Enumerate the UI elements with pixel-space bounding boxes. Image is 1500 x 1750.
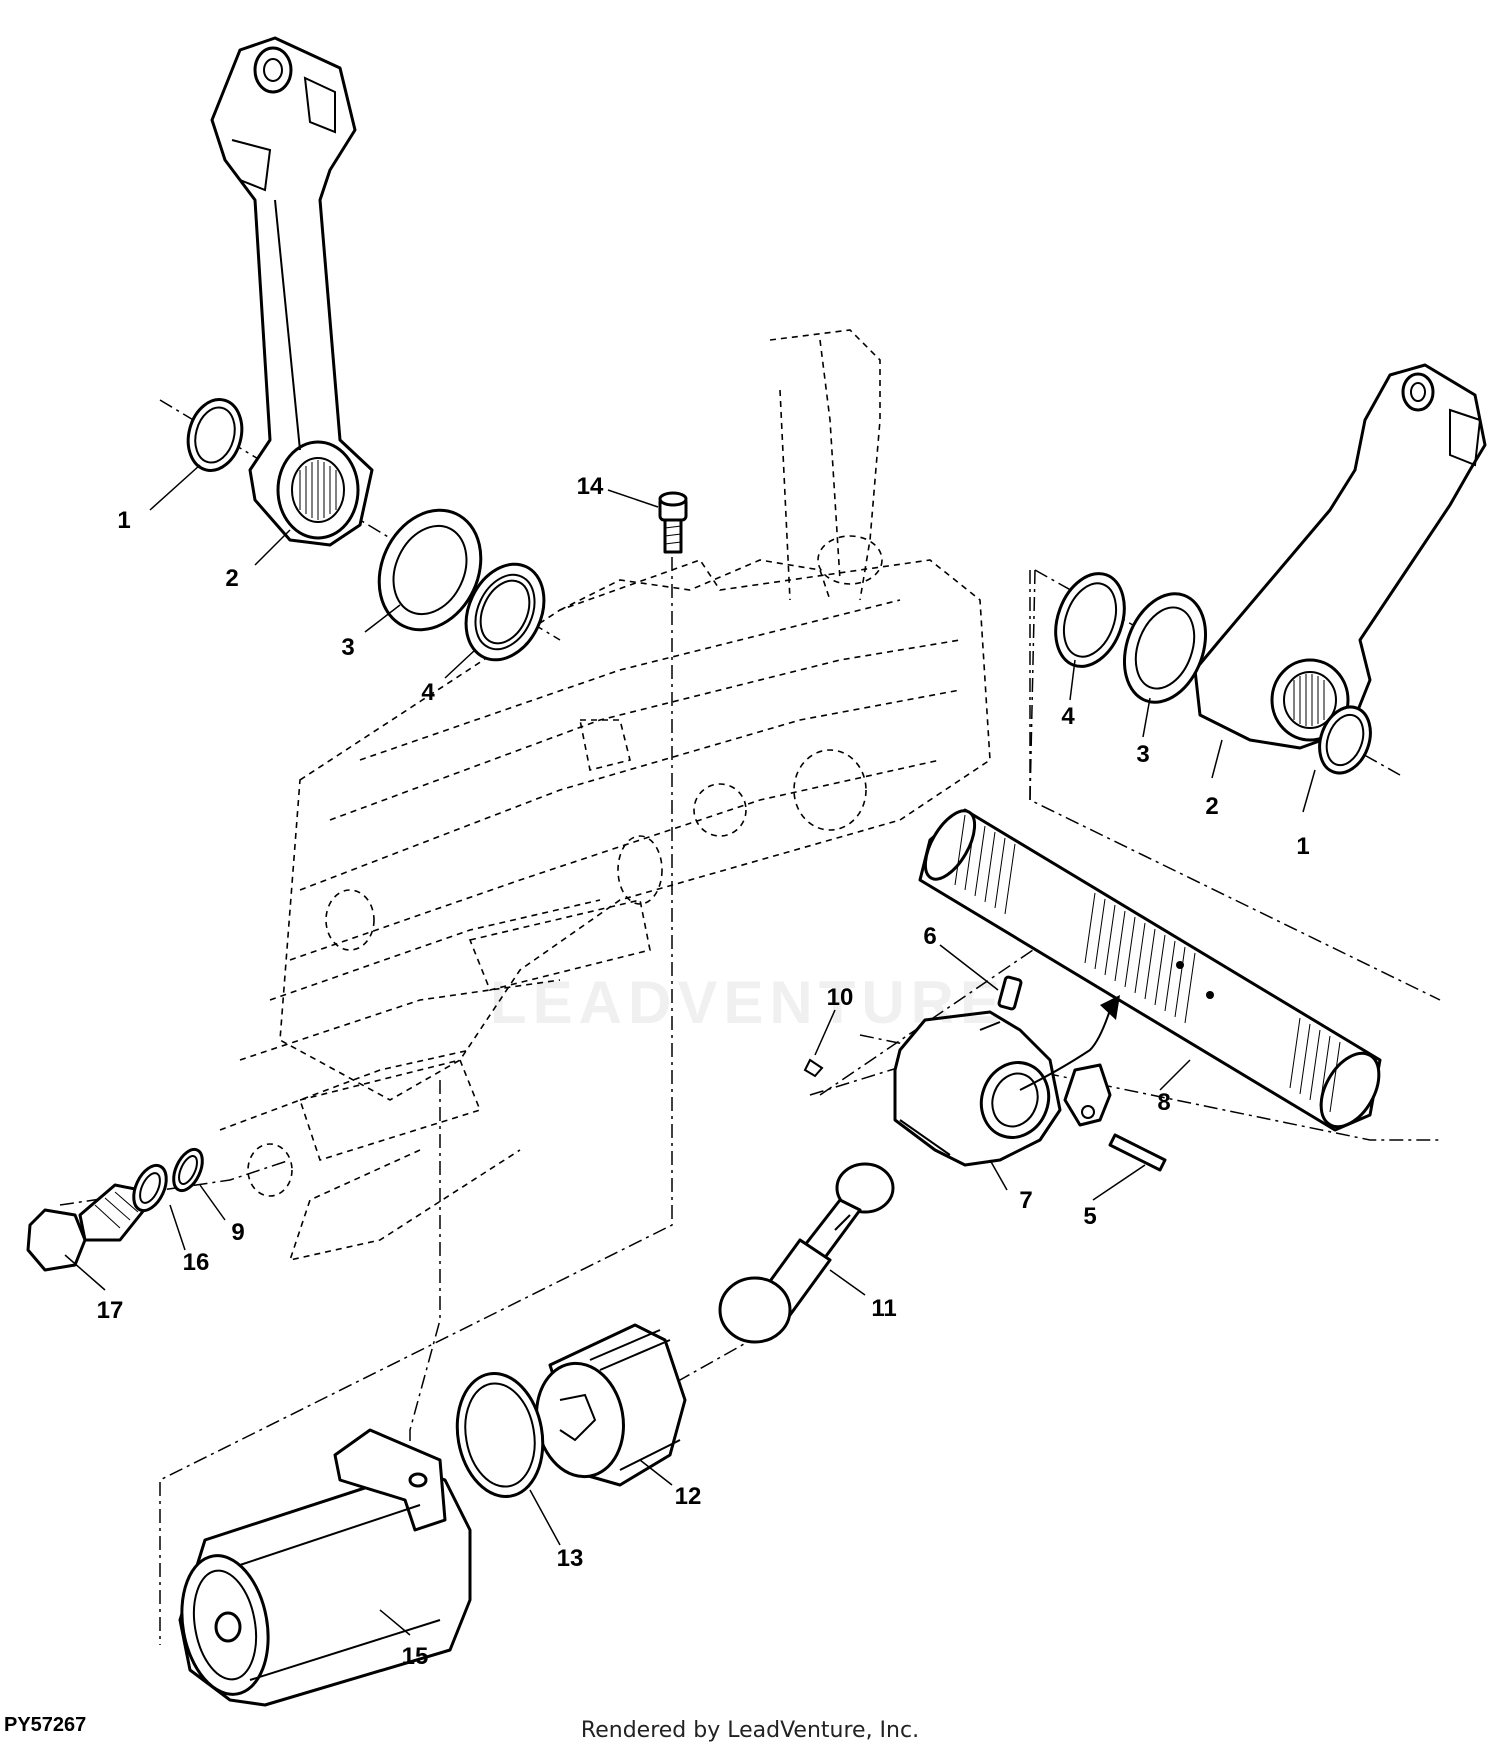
rockshaft-housing-ghost — [219, 329, 991, 1262]
callout-1-left: 1 — [117, 507, 130, 534]
callout-3-left: 3 — [341, 634, 354, 661]
rockshaft — [918, 808, 1382, 1132]
thrust-washer-left — [377, 508, 483, 632]
callout-2-right: 2 — [1205, 793, 1218, 820]
piston — [535, 1323, 687, 1487]
callouts: 1 2 3 4 14 4 3 2 1 6 10 8 7 5 11 12 13 1… — [97, 473, 1310, 1670]
snap-ring-right — [1318, 705, 1372, 775]
spring-pin — [1108, 1133, 1167, 1172]
lift-arm-right — [1193, 363, 1487, 750]
callout-13: 13 — [557, 1545, 584, 1572]
callout-12: 12 — [675, 1483, 702, 1510]
watermark-logo: LEADVENTURE — [490, 969, 1007, 1036]
leader-lines — [64, 464, 1316, 1636]
callout-3-right: 3 — [1136, 741, 1149, 768]
lift-arm-left — [210, 36, 374, 547]
pin — [997, 975, 1023, 1011]
plug — [26, 1183, 150, 1272]
piston-rod — [718, 1162, 895, 1344]
snap-ring-left — [186, 398, 244, 472]
callout-16: 16 — [183, 1249, 210, 1276]
seal-right — [1054, 572, 1126, 668]
callout-10: 10 — [827, 984, 854, 1011]
callout-14: 14 — [577, 473, 604, 500]
figure-id: PY57267 — [4, 1714, 87, 1736]
callout-1-right: 1 — [1296, 833, 1309, 860]
cap-screw — [658, 491, 688, 554]
callout-11: 11 — [871, 1295, 896, 1322]
thrust-washer-right — [1122, 592, 1208, 704]
callout-9: 9 — [231, 1219, 244, 1246]
cotter-clip — [803, 1058, 824, 1078]
washer-16 — [132, 1163, 168, 1213]
arrow-crank-to-shaft — [1019, 995, 1120, 1091]
callout-2-left: 2 — [225, 565, 238, 592]
seal-left — [464, 562, 546, 662]
cylinder — [178, 1428, 472, 1707]
callout-4-left: 4 — [421, 679, 435, 706]
washer-9 — [172, 1147, 204, 1193]
callout-8: 8 — [1157, 1089, 1170, 1116]
rockshaft-crank — [893, 1010, 1112, 1167]
callout-4-right: 4 — [1061, 703, 1075, 730]
callout-5: 5 — [1083, 1203, 1096, 1230]
callout-15: 15 — [402, 1643, 429, 1670]
render-credit: Rendered by LeadVenture, Inc. — [580, 1718, 920, 1743]
callout-17: 17 — [97, 1297, 124, 1324]
o-ring — [455, 1372, 545, 1498]
callout-7: 7 — [1019, 1187, 1032, 1214]
callout-6: 6 — [923, 923, 936, 950]
